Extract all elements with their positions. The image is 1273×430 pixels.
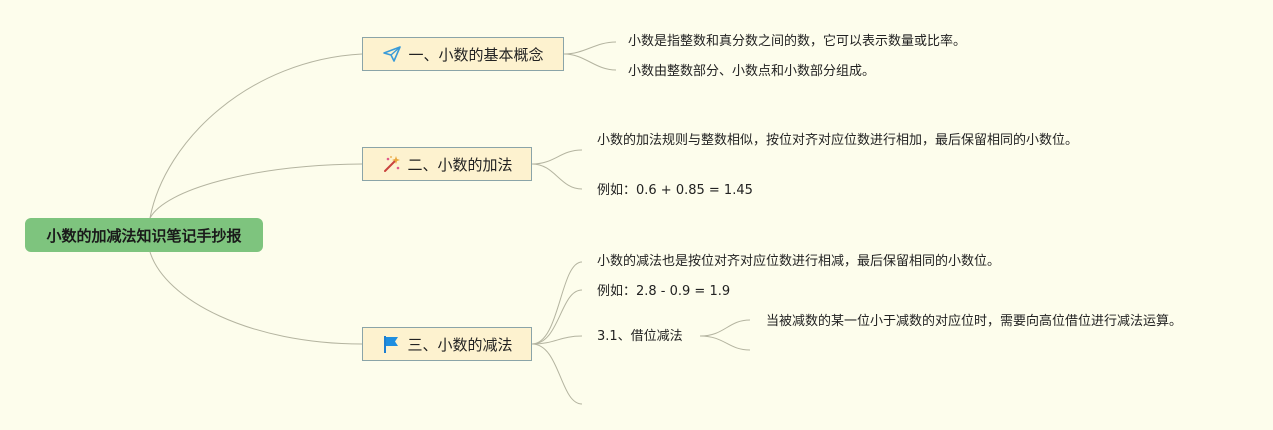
connector-b2-leaf2 xyxy=(531,163,583,190)
note-addition-rule: 小数的加法规则与整数相似，按位对齐对应位数进行相加，最后保留相同的小数位。 xyxy=(597,133,1079,148)
connector-subtopic-empty xyxy=(699,335,751,351)
connector-b3-empty xyxy=(531,343,583,405)
connector-root-branch3 xyxy=(149,251,363,345)
branch-basic-concept-label: 一、小数的基本概念 xyxy=(408,45,544,64)
branch-addition-label: 二、小数的加法 xyxy=(407,155,513,174)
note-subtraction-example: 例如：2.8 - 0.9 = 1.9 xyxy=(597,284,731,299)
branch-basic-concept[interactable]: 一、小数的基本概念 xyxy=(362,37,564,71)
note-subtraction-rule: 小数的减法也是按位对齐对应位数进行相减，最后保留相同的小数位。 xyxy=(597,254,1001,269)
connector-b1-leaf1 xyxy=(563,41,617,55)
note-decimal-definition: 小数是指整数和真分数之间的数，它可以表示数量或比率。 xyxy=(628,34,967,49)
connector-b3-leaf1 xyxy=(531,261,583,345)
paper-plane-icon xyxy=(383,46,402,62)
subtopic-borrow-subtraction[interactable]: 3.1、借位减法 xyxy=(597,329,683,344)
connector-b2-leaf1 xyxy=(531,149,583,165)
note-borrow-rule: 当被减数的某一位小于减数的对应位时，需要向高位借位进行减法运算。 xyxy=(766,314,1183,329)
branch-addition[interactable]: 二、小数的加法 xyxy=(362,147,532,181)
connector-b1-leaf2 xyxy=(563,53,617,71)
connector-root-branch2 xyxy=(149,163,363,219)
branch-subtraction-label: 三、小数的减法 xyxy=(407,335,513,354)
branch-subtraction[interactable]: 三、小数的减法 xyxy=(362,327,532,361)
magic-wand-icon xyxy=(384,156,401,172)
root-topic-label: 小数的加减法知识笔记手抄报 xyxy=(46,226,242,245)
connector-b3-leaf2 xyxy=(531,289,583,345)
note-addition-example: 例如：0.6 + 0.85 = 1.45 xyxy=(597,183,753,198)
connector-root-branch1 xyxy=(149,53,363,219)
flag-icon xyxy=(384,336,399,353)
note-decimal-parts: 小数由整数部分、小数点和小数部分组成。 xyxy=(628,64,876,79)
connector-b3-subtopic xyxy=(531,335,583,345)
root-topic[interactable]: 小数的加减法知识笔记手抄报 xyxy=(25,218,263,252)
connector-subtopic-leaf xyxy=(699,319,751,337)
